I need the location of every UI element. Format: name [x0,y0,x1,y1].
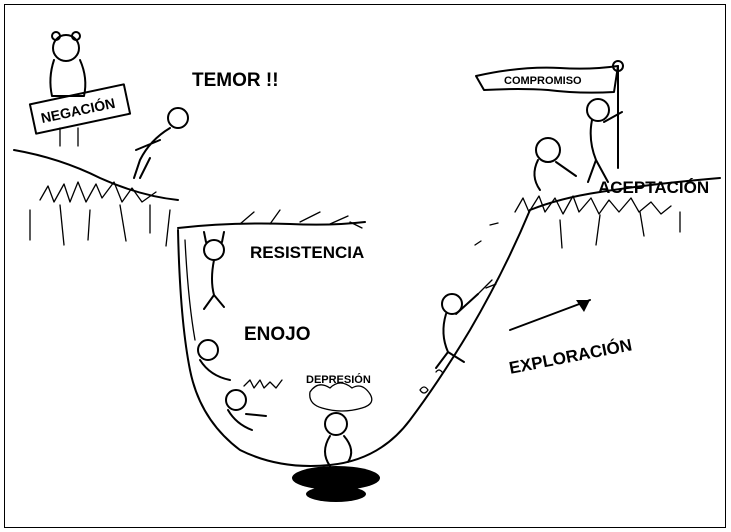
climbing-figure [435,279,497,369]
accepting-figure [533,137,577,191]
right-slope-rocks [419,222,499,394]
branch-twigs [239,209,363,229]
label-compromiso: COMPROMISO [504,75,582,87]
label-negacion: NEGACIÓN [39,94,116,126]
scared-figure [133,107,189,179]
right-cliff-roots [559,211,681,249]
flag-figure [586,60,624,183]
left-cliff-edge [13,149,179,201]
label-temor: TEMOR !! [192,70,279,91]
left-cliff-roots [29,204,171,247]
hanging-figure [203,231,225,310]
left-cliff-grass [39,181,157,203]
angry-figures [197,339,283,431]
valley-inner-left [184,239,196,341]
label-resistencia: RESISTENCIA [250,243,364,262]
negacion-sign [28,83,132,135]
label-exploracion: EXPLORACIÓN [508,335,634,377]
depressed-figure [292,382,380,502]
label-aceptacion: ACEPTACIÓN [598,178,709,197]
label-depresion: DEPRESIÓN [306,373,371,386]
exploracion-arrowhead [576,300,590,312]
compromiso-banner [475,65,619,94]
right-cliff-grass [514,195,672,215]
label-enojo: ENOJO [244,324,311,345]
border-frame [4,4,726,528]
branch [177,221,366,229]
exploracion-arrow [509,299,591,331]
